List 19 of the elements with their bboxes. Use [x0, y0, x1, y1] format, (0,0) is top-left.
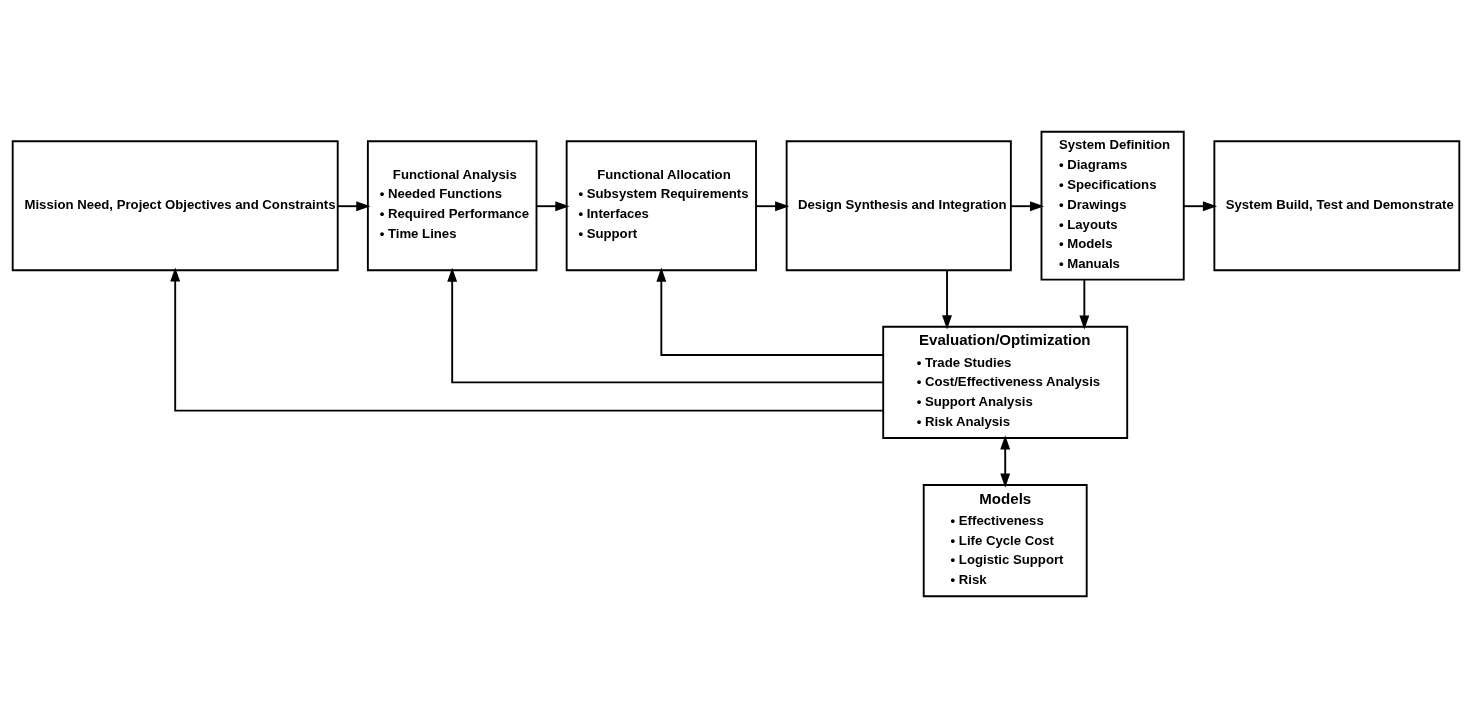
node-box: Design Synthesis and Integration: [785, 140, 1012, 272]
node-box: Evaluation/Optimization • Trade Studies • Cost/Effectiveness Analysis • Support Analysis • Risk Analysis: [882, 325, 1129, 439]
arrow: [755, 201, 790, 212]
arrow: [170, 267, 885, 412]
arrow: [337, 201, 371, 212]
arrow: [447, 267, 885, 384]
arrow: [942, 269, 952, 330]
node-box: Models • Effectiveness • Life Cycle Cost • Logistic Support • Risk: [922, 484, 1088, 598]
arrow: [535, 201, 570, 212]
arrow: [1000, 435, 1011, 488]
arrow: [1079, 278, 1090, 330]
node-box: System Definition • Diagrams • Specifications • Drawings • Layouts • Models • Manuals: [1040, 130, 1185, 281]
node-box: System Build, Test and Demonstrate: [1213, 140, 1461, 272]
node-box: Mission Need, Project Objectives and Constraints: [11, 140, 339, 272]
node-box: Functional Allocation • Subsystem Requirements • Interfaces • Support: [565, 140, 757, 272]
node-box: Functional Analysis • Needed Functions • Required Performance • Time Lines: [366, 140, 538, 272]
arrow: [656, 267, 884, 356]
arrow: [1182, 201, 1218, 212]
arrow: [1010, 201, 1045, 212]
